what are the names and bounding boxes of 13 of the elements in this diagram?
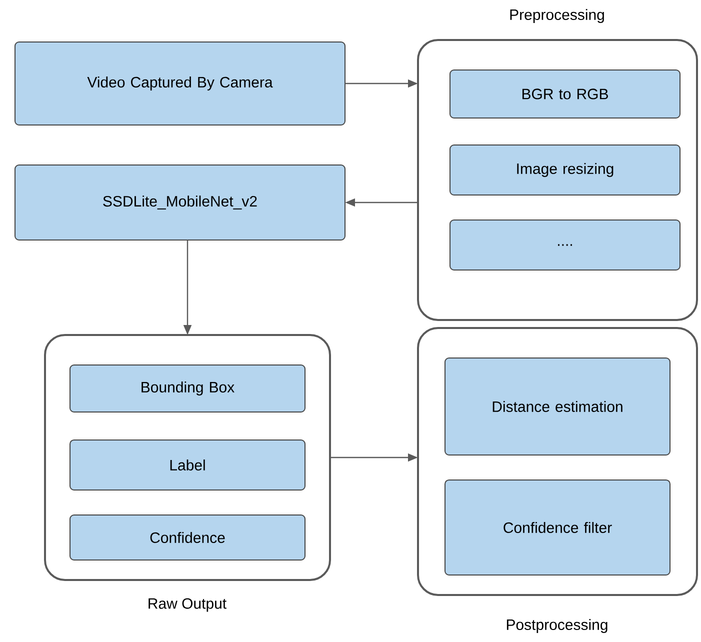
node-label: Preprocessing — [510, 9, 604, 23]
process-box: Bounding Box — [70, 364, 306, 412]
process-box: Confidence filter — [444, 480, 670, 576]
process-box: Distance estimation — [444, 358, 670, 456]
process-box: BGR to RGB — [450, 70, 680, 118]
process-box: SSDLite_MobileNet_v2 — [14, 164, 346, 240]
node-label: Raw Output — [148, 598, 226, 612]
process-box: Confidence — [70, 514, 306, 560]
process-box: Image resizing — [450, 144, 680, 196]
process-box: Video Captured By Camera — [14, 42, 346, 126]
node-label: Postprocessing — [506, 619, 608, 633]
process-box: Label — [70, 440, 306, 490]
process-box: .... — [450, 220, 680, 270]
